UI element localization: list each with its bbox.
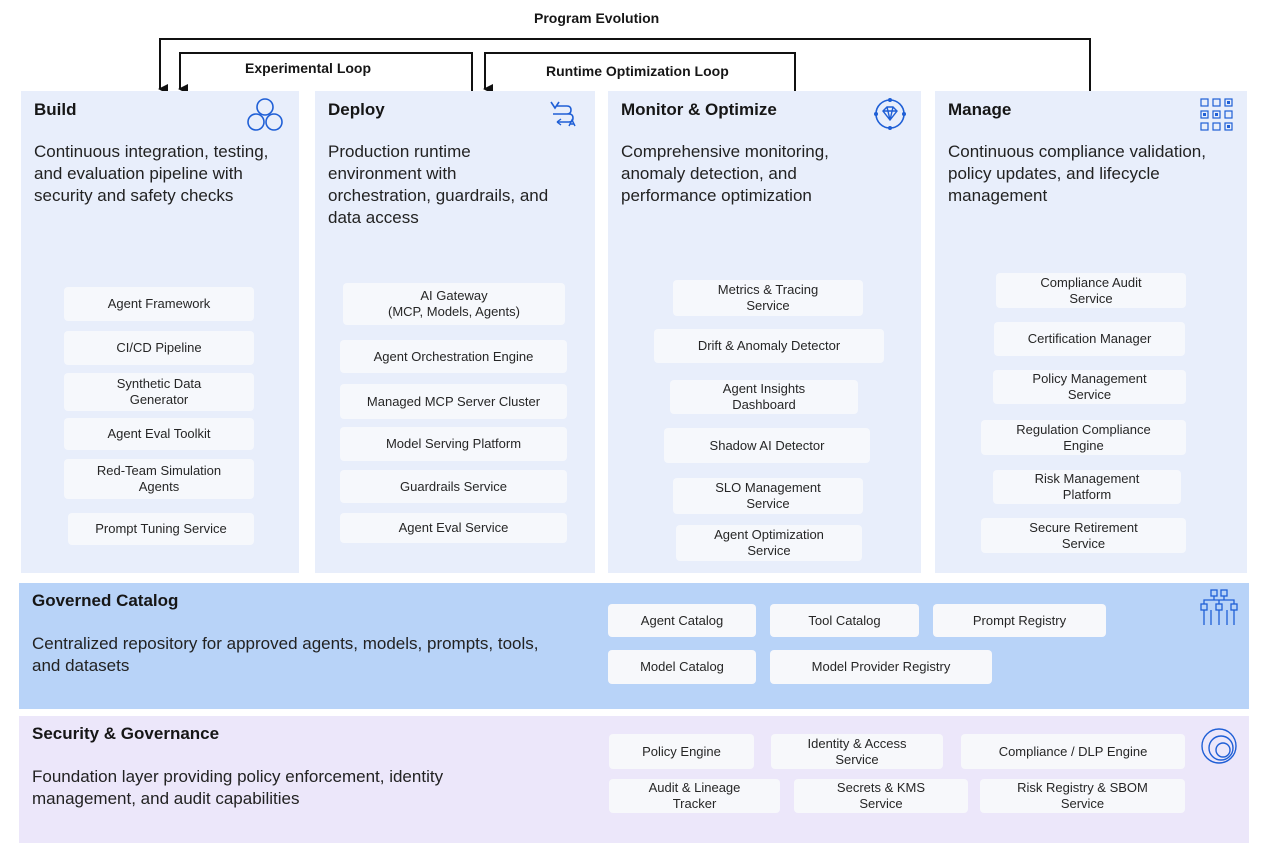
concentric-circles-icon (1201, 728, 1237, 764)
catalog-chip: Agent Catalog (608, 604, 756, 637)
manage-description: Continuous compliance validation, policy… (948, 142, 1206, 205)
service-chip: Synthetic Data Generator (64, 373, 254, 411)
deploy-column: Deploy Production runtime environment wi… (315, 91, 595, 573)
service-chip: Regulation Compliance Engine (981, 420, 1186, 455)
catalog-chip: Prompt Registry (933, 604, 1106, 637)
security-chip: Compliance / DLP Engine (961, 734, 1185, 769)
build-title: Build (34, 100, 77, 119)
program-evolution-arrow (158, 38, 1091, 94)
deploy-description: Production runtime environment with orch… (328, 142, 549, 227)
runtime-loop-label: Runtime Optimization Loop (546, 63, 729, 79)
experimental-loop-label: Experimental Loop (245, 60, 372, 76)
service-chip: Red-Team Simulation Agents (64, 459, 254, 499)
security-chip: Policy Engine (609, 734, 754, 769)
service-chip: Drift & Anomaly Detector (654, 329, 884, 363)
monitor-column: Monitor & Optimize Comprehensive monitor… (608, 91, 921, 573)
build-column: Build Continuous integration, testing, a… (21, 91, 299, 573)
cycle-icon (247, 98, 283, 131)
manage-column: Manage Continuous compliance validation,… (935, 91, 1247, 573)
service-chip: Secure Retirement Service (981, 518, 1186, 553)
service-chip: SLO Management Service (673, 478, 863, 514)
runtime-loop-arrow (483, 52, 796, 94)
service-chip: Metrics & Tracing Service (673, 280, 863, 316)
service-chip: Agent Framework (64, 287, 254, 321)
catalog-chip: Tool Catalog (770, 604, 919, 637)
security-title: Security & Governance (32, 724, 220, 743)
service-chip: Agent Eval Toolkit (64, 418, 254, 450)
manage-title: Manage (948, 100, 1012, 119)
service-chip: Certification Manager (994, 322, 1185, 356)
grid-icon (1200, 98, 1233, 131)
build-description: Continuous integration, testing, and eva… (34, 142, 269, 205)
service-chip: Risk Management Platform (993, 470, 1181, 504)
catalog-description: Centralized repository for approved agen… (32, 634, 539, 675)
deploy-title: Deploy (328, 100, 385, 119)
service-chip: CI/CD Pipeline (64, 331, 254, 365)
diamond-network-icon (874, 98, 906, 130)
security-chip: Secrets & KMS Service (794, 779, 968, 813)
service-chip: Prompt Tuning Service (68, 513, 254, 545)
catalog-chip: Model Provider Registry (770, 650, 992, 684)
service-chip: Agent Optimization Service (676, 525, 862, 561)
service-chip: Policy Management Service (993, 370, 1186, 404)
service-chip: Guardrails Service (340, 470, 567, 503)
service-chip: Managed MCP Server Cluster (340, 384, 567, 419)
catalog-chip: Model Catalog (608, 650, 756, 684)
program-evolution-label: Program Evolution (534, 10, 660, 26)
service-chip: Compliance Audit Service (996, 273, 1186, 308)
experimental-loop-arrow (178, 52, 473, 94)
security-governance-band: Security & Governance Foundation layer p… (19, 716, 1249, 843)
monitor-description: Comprehensive monitoring, anomaly detect… (621, 142, 829, 205)
service-chip: Shadow AI Detector (664, 428, 870, 463)
catalog-title: Governed Catalog (32, 591, 179, 610)
service-chip: AI Gateway (MCP, Models, Agents) (343, 283, 565, 325)
service-chip: Agent Insights Dashboard (670, 380, 858, 414)
monitor-title: Monitor & Optimize (621, 100, 777, 119)
security-chip: Identity & Access Service (771, 734, 943, 769)
service-chip: Model Serving Platform (340, 427, 567, 461)
route-icon (550, 101, 576, 127)
security-chip: Audit & Lineage Tracker (609, 779, 780, 813)
flow-arrows (158, 38, 1091, 94)
service-chip: Agent Eval Service (340, 513, 567, 543)
security-chip: Risk Registry & SBOM Service (980, 779, 1185, 813)
service-chip: Agent Orchestration Engine (340, 340, 567, 373)
security-description: Foundation layer providing policy enforc… (32, 767, 444, 808)
catalog-network-icon (1200, 589, 1238, 625)
governed-catalog-band: Governed Catalog Centralized repository … (19, 583, 1249, 709)
